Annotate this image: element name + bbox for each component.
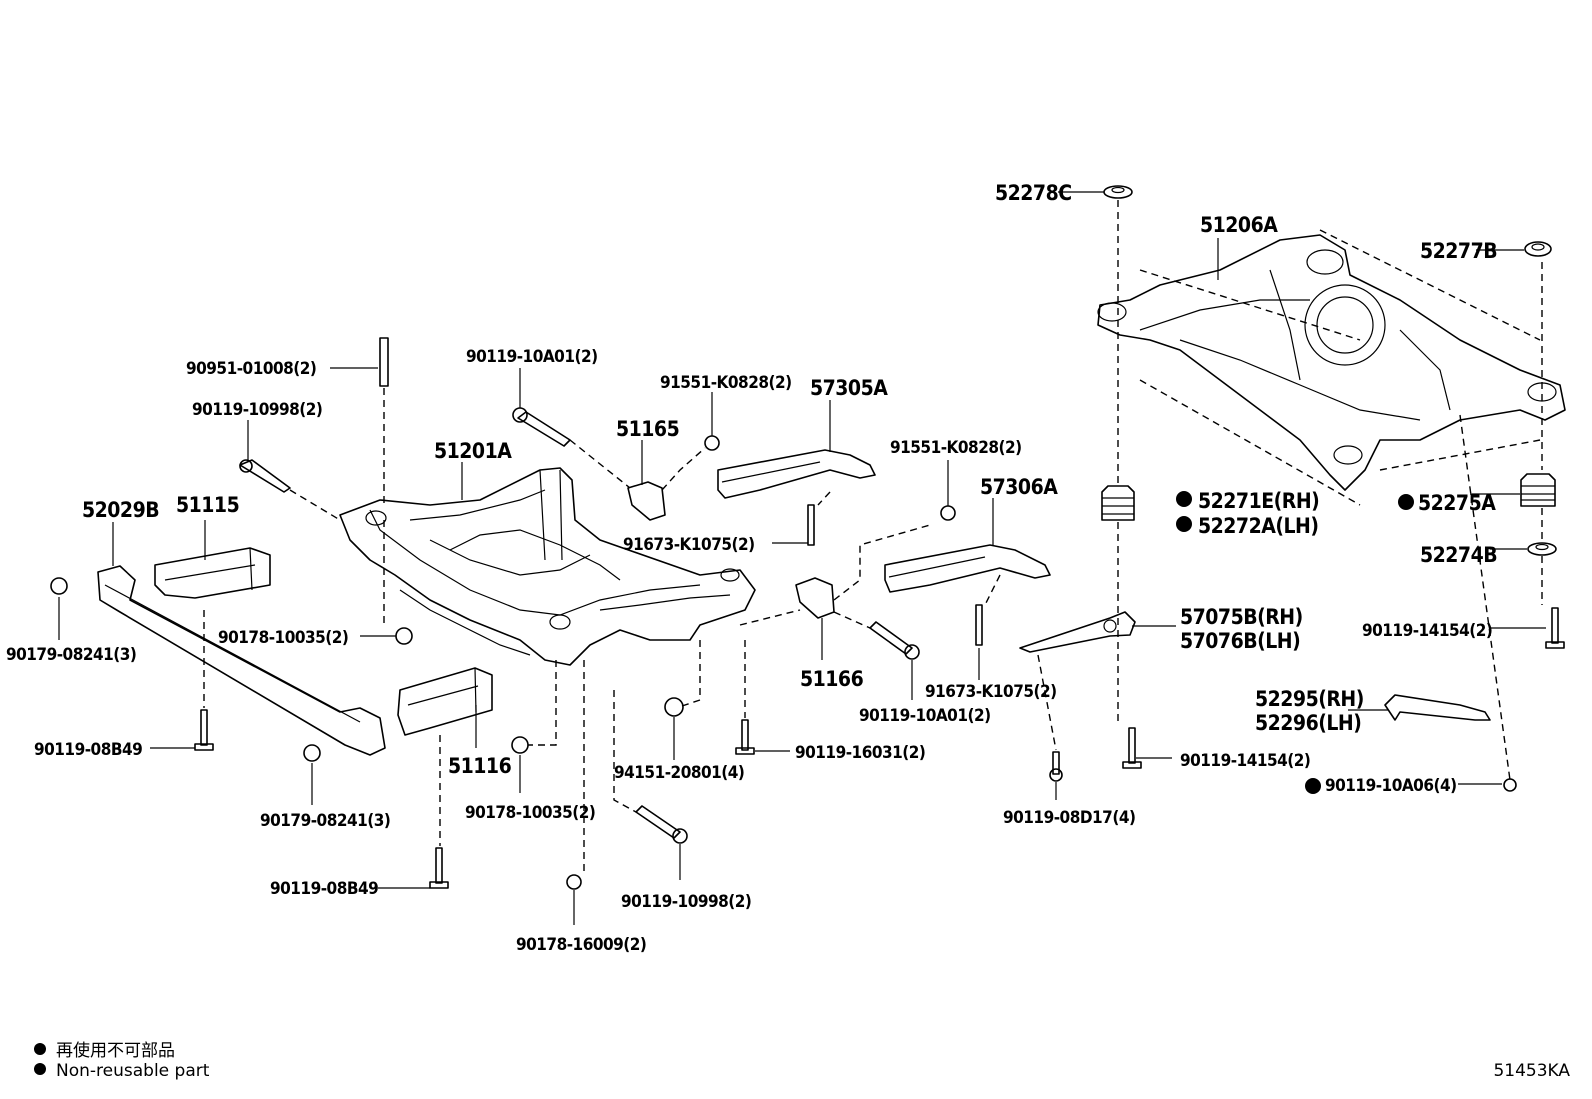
rear-crossmember-51206A — [1097, 234, 1566, 491]
bullet-icon — [34, 1063, 46, 1075]
washer-52277B — [1524, 241, 1552, 257]
label-90119-08D17: 90119-08D17(4) — [1003, 808, 1135, 828]
washer-52278C — [1103, 185, 1133, 199]
part-labels: 90951-01008(2) 90119-10998(2) 52029B 511… — [6, 181, 1498, 955]
label-90179-08241-a: 90179-08241(3) — [6, 645, 136, 665]
assembly-lines — [203, 200, 1543, 875]
label-52296: 52296(LH) — [1255, 711, 1361, 735]
non-reusable-icon — [1305, 778, 1321, 794]
label-52275A: 52275A — [1418, 491, 1496, 515]
label-52295: 52295(RH) — [1255, 687, 1364, 711]
label-57076B: 57076B(LH) — [1180, 629, 1300, 653]
label-90179-08241-b: 90179-08241(3) — [260, 811, 390, 831]
label-90119-10A01-b: 90119-10A01(2) — [859, 706, 991, 726]
bracket-51166 — [795, 577, 835, 619]
legend-text-en: Non-reusable part — [56, 1061, 210, 1081]
label-52277B: 52277B — [1420, 239, 1497, 263]
legend-text-jp: 再使用不可部品 — [56, 1041, 175, 1061]
label-90178-10035-b: 90178-10035(2) — [465, 803, 595, 823]
label-90119-08B49-b: 90119-08B49 — [270, 879, 378, 899]
label-52271E: 52271E(RH) — [1198, 489, 1319, 513]
label-52029B: 52029B — [82, 498, 159, 522]
label-90119-10998-a: 90119-10998(2) — [192, 400, 322, 420]
non-reusable-icon — [1176, 516, 1192, 532]
label-90119-08B49-a: 90119-08B49 — [34, 740, 142, 760]
label-94151-20801: 94151-20801(4) — [614, 763, 744, 783]
bracket-51116 — [397, 667, 493, 736]
label-57306A: 57306A — [980, 475, 1058, 499]
bushing-52271E — [1101, 485, 1135, 521]
label-91551-K0828-b: 91551-K0828(2) — [890, 438, 1022, 458]
front-bar-52029B — [97, 565, 386, 756]
label-91551-K0828-a: 91551-K0828(2) — [660, 373, 792, 393]
non-reusable-icon — [1176, 491, 1192, 507]
bracket-52295 — [1384, 694, 1491, 721]
arm-57306A — [884, 544, 1051, 593]
label-90119-14154-b: 90119-14154(2) — [1180, 751, 1310, 771]
label-90178-10035-a: 90178-10035(2) — [218, 628, 348, 648]
leader-lines — [58, 191, 1546, 925]
label-91673-K1075-a: 91673-K1075(2) — [623, 535, 755, 555]
bullet-icon — [34, 1043, 46, 1055]
label-57075B: 57075B(RH) — [1180, 605, 1303, 629]
link-57075B — [1019, 611, 1136, 653]
label-52272A: 52272A(LH) — [1198, 514, 1318, 538]
legend-line-jp: 再使用不可部品 — [34, 1036, 175, 1061]
arm-57305A — [717, 449, 876, 499]
legend-line-en: Non-reusable part — [34, 1061, 209, 1081]
diagram-code: 51453KA — [1493, 1061, 1570, 1081]
label-90119-10998-b: 90119-10998(2) — [621, 892, 751, 912]
bracket-51115 — [154, 547, 271, 599]
bracket-51165 — [627, 481, 666, 521]
front-crossmember-51201A — [339, 467, 756, 666]
label-90119-16031: 90119-16031(2) — [795, 743, 925, 763]
label-51165: 51165 — [616, 417, 679, 441]
label-51166: 51166 — [800, 667, 864, 691]
washer-52274B — [1527, 542, 1557, 556]
bolt-icons — [50, 337, 1565, 890]
bushing-52275A — [1520, 473, 1556, 507]
label-51201A: 51201A — [434, 439, 512, 463]
label-91673-K1075-b: 91673-K1075(2) — [925, 682, 1057, 702]
label-90178-16009: 90178-16009(2) — [516, 935, 646, 955]
label-51115: 51115 — [176, 493, 239, 517]
label-57305A: 57305A — [810, 376, 888, 400]
label-90951-01008: 90951-01008(2) — [186, 359, 316, 379]
label-90119-10A01-a: 90119-10A01(2) — [466, 347, 598, 367]
label-51206A: 51206A — [1200, 213, 1278, 237]
label-90119-14154-a: 90119-14154(2) — [1362, 621, 1492, 641]
label-52274B: 52274B — [1420, 543, 1497, 567]
non-reusable-icon — [1398, 494, 1414, 510]
label-90119-10A06: 90119-10A06(4) — [1325, 776, 1457, 796]
label-52278C: 52278C — [995, 181, 1072, 205]
label-51116: 51116 — [448, 754, 512, 778]
